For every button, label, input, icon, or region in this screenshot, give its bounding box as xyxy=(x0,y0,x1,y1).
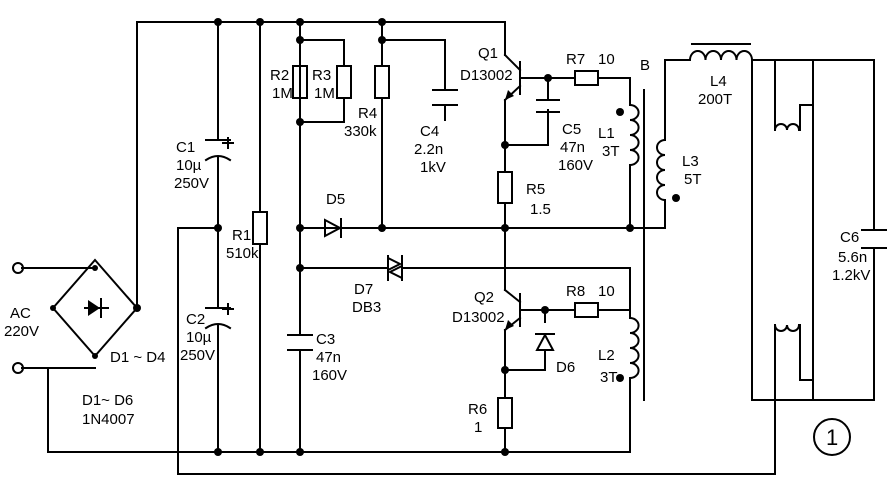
l1-name: L1 xyxy=(598,125,615,142)
r6-name: R6 xyxy=(468,401,487,418)
b-label: B xyxy=(640,57,650,74)
c1-name: C1 xyxy=(176,139,195,156)
r3-value: 1M xyxy=(314,85,335,102)
d5-name: D5 xyxy=(326,191,345,208)
d6-name: D6 xyxy=(556,359,575,376)
inductor-l1 xyxy=(616,103,640,167)
r8-name: R8 xyxy=(566,283,585,300)
c6-voltage: 1.2kV xyxy=(832,267,870,284)
r4-name: R4 xyxy=(358,105,377,122)
c4-value: 2.2n xyxy=(414,141,443,158)
c2-voltage: 250V xyxy=(180,347,215,364)
c5-value: 47n xyxy=(560,139,585,156)
q1-name: Q1 xyxy=(478,45,498,62)
r3-name: R3 xyxy=(312,67,331,84)
bridge-rectifier xyxy=(50,258,139,359)
r7-name: R7 xyxy=(566,51,585,68)
capacitor-c4 xyxy=(432,89,458,106)
r8-value: 10 xyxy=(598,283,615,300)
diac-d7 xyxy=(387,255,403,281)
r2-name: R2 xyxy=(270,67,289,84)
capacitor-c3 xyxy=(287,334,313,351)
bridge-label: D1 ~ D4 xyxy=(110,349,165,366)
l2-value: 3T xyxy=(600,369,618,386)
junctions xyxy=(92,18,634,456)
transistor-q2 xyxy=(503,279,531,332)
c2-name: C2 xyxy=(186,311,205,328)
resistor-r8 xyxy=(574,302,599,318)
c6-value: 5.6n xyxy=(838,249,867,266)
ac-voltage-label: 220V xyxy=(4,323,39,340)
diodes-label: D1~ D6 xyxy=(82,392,133,409)
capacitor-c1 xyxy=(204,137,234,162)
r7-value: 10 xyxy=(598,51,615,68)
resistor-r3 xyxy=(336,65,352,99)
d7-name: D7 xyxy=(354,281,373,298)
q2-part: D13002 xyxy=(452,309,505,326)
capacitor-c6 xyxy=(861,229,887,249)
r1-value: 510k xyxy=(226,245,259,262)
inductor-l3 xyxy=(656,138,680,202)
ac-terminals xyxy=(12,262,24,374)
c3-voltage: 160V xyxy=(312,367,347,384)
l2-name: L2 xyxy=(598,347,615,364)
diode-d6 xyxy=(535,332,555,351)
c5-voltage: 160V xyxy=(558,157,593,174)
resistor-r1 xyxy=(252,211,268,245)
r5-value: 1.5 xyxy=(530,201,551,218)
c6-name: C6 xyxy=(840,229,859,246)
resistor-r6 xyxy=(497,397,513,429)
capacitor-c2 xyxy=(204,303,234,330)
ac-terminal-top-icon xyxy=(12,262,24,274)
q1-part: D13002 xyxy=(460,67,513,84)
figure-number-circle xyxy=(813,418,851,456)
resistor-r4 xyxy=(374,65,390,99)
r5-name: R5 xyxy=(526,181,545,198)
r1-name: R1 xyxy=(232,227,251,244)
r2-value: 1M xyxy=(272,85,293,102)
labels: AC 220V D1 ~ D4 D1~ D6 1N4007 C1 10µ 250… xyxy=(4,45,870,450)
figure-number: 1 xyxy=(826,425,838,450)
ac-label: AC xyxy=(10,305,31,322)
c1-value: 10µ xyxy=(176,157,202,174)
l4-value: 200T xyxy=(698,91,732,108)
c4-voltage: 1kV xyxy=(420,159,446,176)
resistor-r7 xyxy=(574,70,599,86)
q2-name: Q2 xyxy=(474,289,494,306)
wires xyxy=(21,21,875,475)
fluorescent-tube xyxy=(751,59,814,401)
resistor-r5 xyxy=(497,171,513,204)
l4-name: L4 xyxy=(710,73,727,90)
diode-d5 xyxy=(324,218,343,238)
c1-voltage: 250V xyxy=(174,175,209,192)
transistor-q1 xyxy=(503,53,531,102)
c5-name: C5 xyxy=(562,121,581,138)
d7-part: DB3 xyxy=(352,299,381,316)
c3-name: C3 xyxy=(316,331,335,348)
c3-value: 47n xyxy=(316,349,341,366)
ac-terminal-bottom-icon xyxy=(12,362,24,374)
diode-part-label: 1N4007 xyxy=(82,411,135,428)
l3-value: 5T xyxy=(684,171,702,188)
l3-name: L3 xyxy=(682,153,699,170)
l1-value: 3T xyxy=(602,143,620,160)
resistor-r2 xyxy=(292,65,308,99)
r4-value: 330k xyxy=(344,123,377,140)
inductor-l4 xyxy=(688,43,754,62)
r6-value: 1 xyxy=(474,419,482,436)
capacitor-c5 xyxy=(536,99,560,113)
inductor-l2 xyxy=(616,316,640,382)
c4-name: C4 xyxy=(420,123,439,140)
c2-value: 10µ xyxy=(186,329,212,346)
